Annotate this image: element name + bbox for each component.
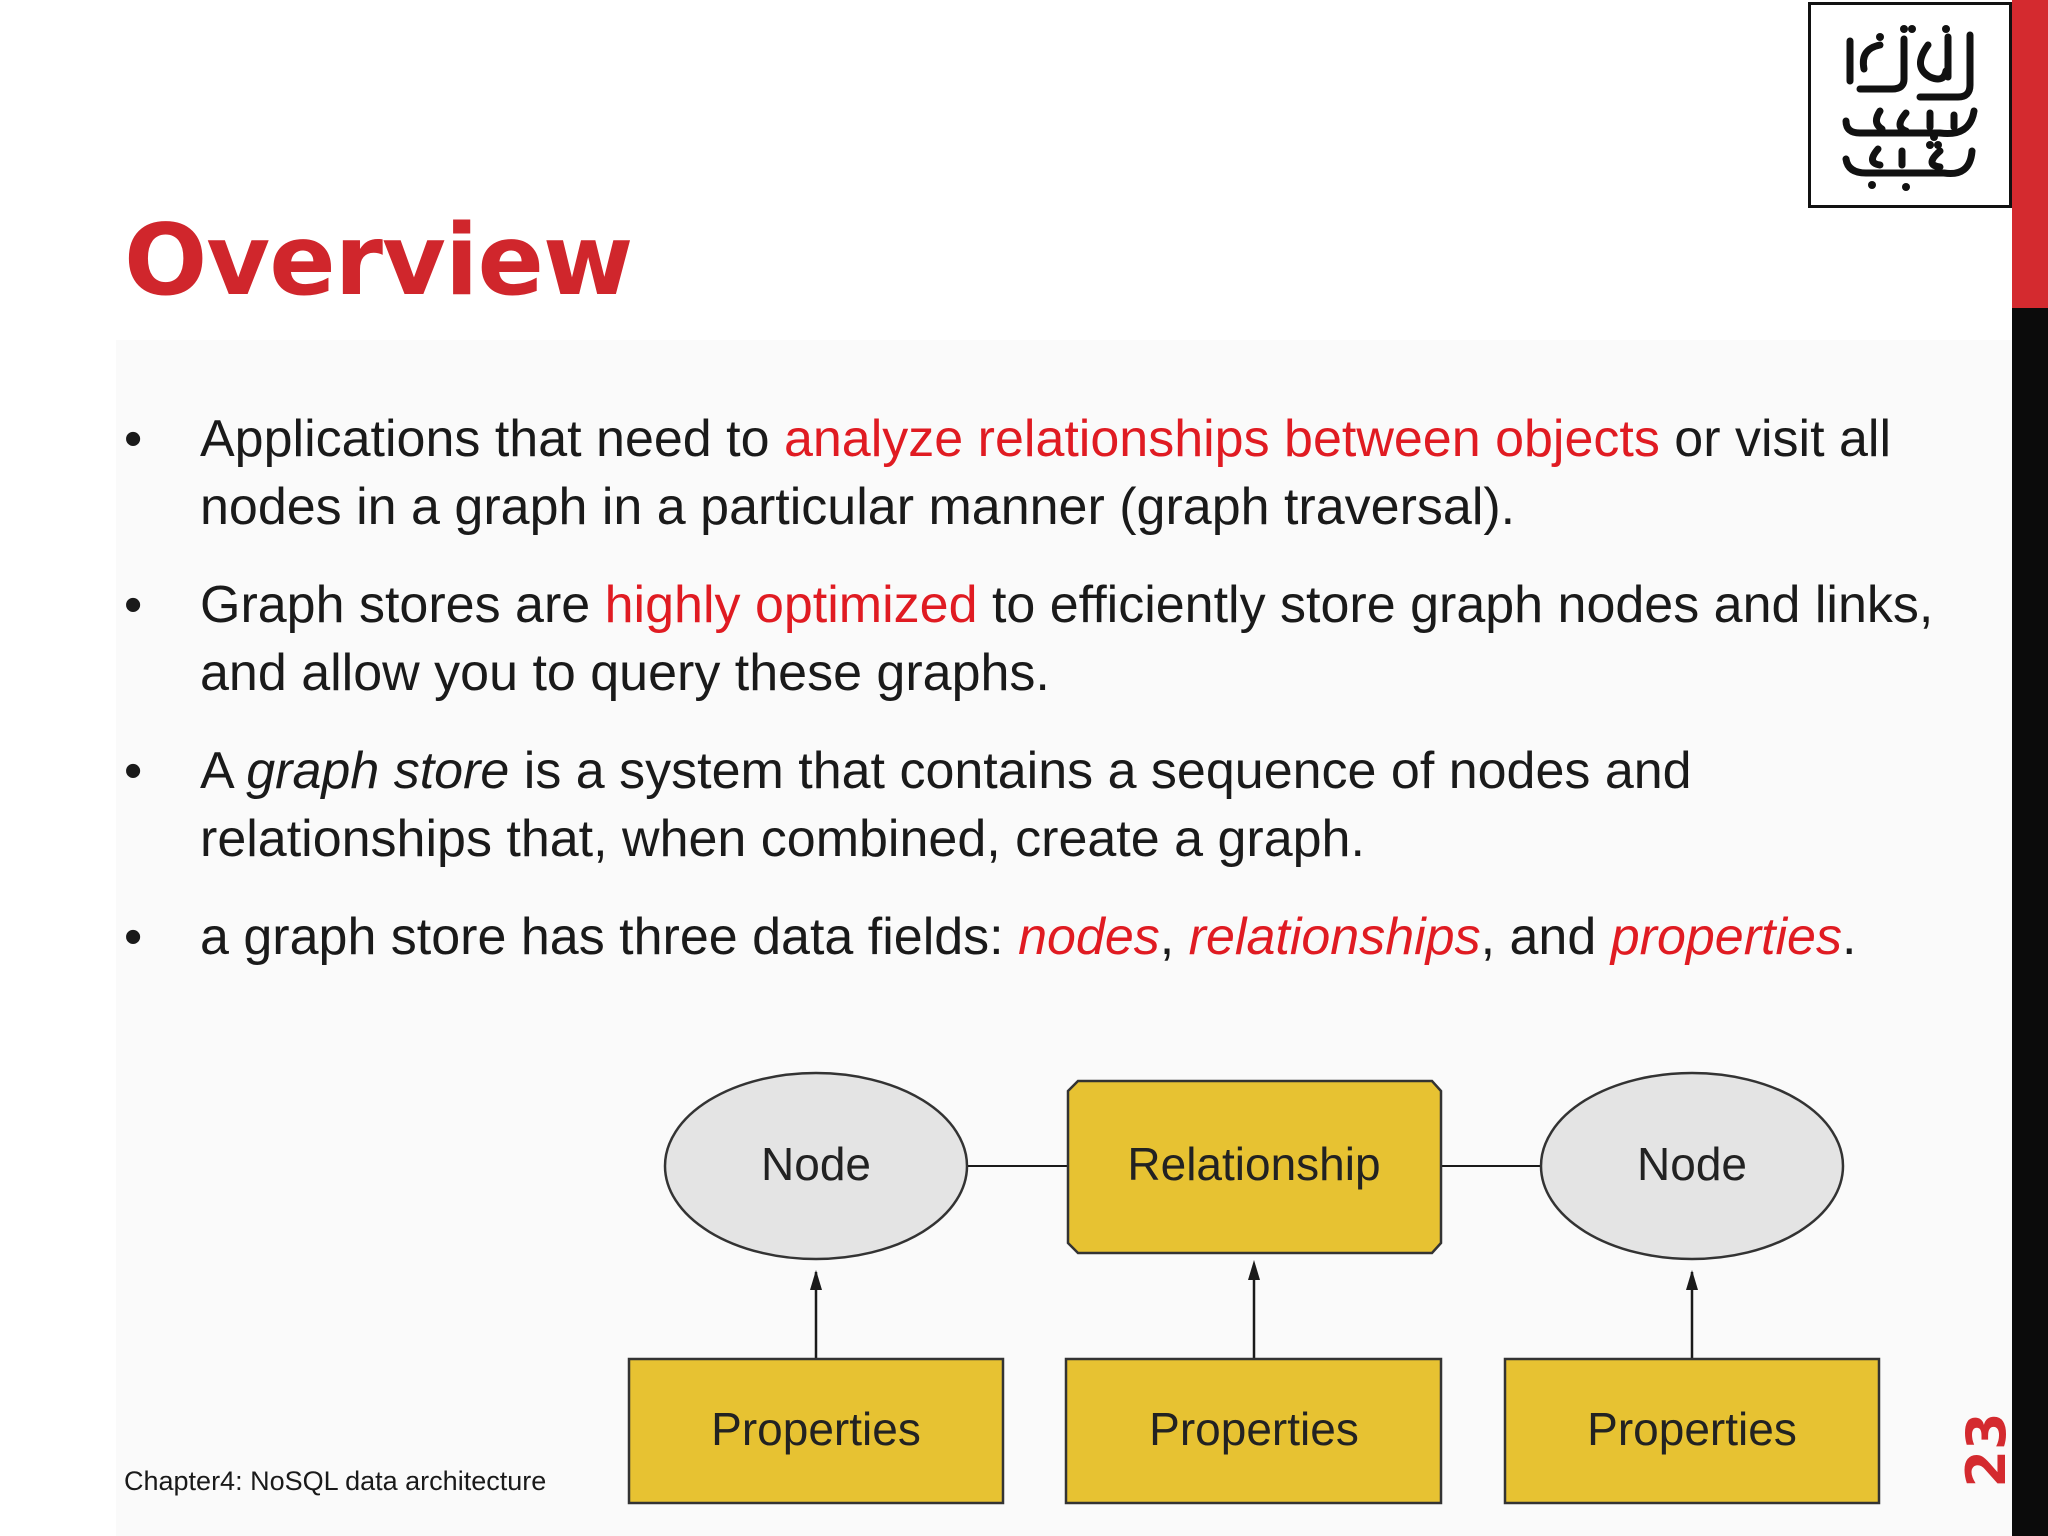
text-run: , (1159, 908, 1189, 966)
page-number: 23 (1954, 1412, 2018, 1488)
text-run: Graph stores are (200, 576, 605, 634)
arrowhead (810, 1270, 822, 1290)
bullet-list: • Applications that need to analyze rela… (124, 405, 1984, 1001)
highlight-text: nodes (1018, 908, 1160, 966)
text-run: A (200, 742, 247, 800)
text-run: to efficiently store graph nodes and lin… (200, 576, 1934, 702)
node-ellipse-right (1539, 1071, 1845, 1261)
bullet-item: • Applications that need to analyze rela… (124, 405, 1984, 541)
slide-title: Overview (124, 204, 633, 318)
text-run: a graph store has three data fields: (200, 908, 1019, 966)
text-run: Applications that need to (200, 410, 784, 468)
university-logo-icon (1808, 2, 2012, 208)
bullet-symbol: • (124, 410, 143, 468)
bullet-symbol: • (124, 576, 143, 634)
bullet-item: • A graph store is a system that contain… (124, 737, 1984, 873)
bullet-item: • a graph store has three data fields: n… (124, 903, 1984, 971)
bullet-text: Applications that need to analyze relati… (200, 410, 1891, 536)
accent-bar-black (2012, 308, 2048, 1536)
footer-chapter-label: Chapter4: NoSQL data architecture (124, 1466, 547, 1496)
properties-box-middle (1064, 1357, 1443, 1505)
text-run: . (1841, 908, 1857, 966)
node-label-left: Node (761, 1138, 871, 1190)
properties-label-right: Properties (1587, 1403, 1797, 1455)
arrowhead (1686, 1270, 1698, 1290)
text-run: is a system that contains a sequence of … (200, 742, 1692, 868)
bullet-symbol: • (124, 908, 143, 966)
node-ellipse-left (663, 1071, 969, 1261)
bullet-item: • Graph stores are highly optimized to e… (124, 571, 1984, 707)
accent-bar-red (2012, 0, 2048, 308)
bullet-text: Graph stores are highly optimized to eff… (200, 576, 1933, 702)
arrowhead (1248, 1260, 1260, 1280)
calligraphy-logo-icon (1842, 25, 1978, 191)
content-background (116, 340, 2012, 1536)
highlight-text: highly optimized (604, 576, 978, 634)
relationship-box (1066, 1079, 1443, 1255)
highlight-text: analyze relationships between objects (783, 410, 1660, 468)
italic-text: graph store (246, 742, 510, 800)
text-run: or visit all nodes in a graph in a parti… (200, 410, 1891, 536)
bullet-text: A graph store is a system that contains … (200, 742, 1692, 868)
bullet-symbol: • (124, 742, 143, 800)
relationship-label: Relationship (1127, 1138, 1380, 1190)
bullet-text: a graph store has three data fields: nod… (200, 908, 1856, 966)
text-run: , and (1480, 908, 1611, 966)
properties-box-right (1503, 1357, 1881, 1505)
properties-box-left (627, 1357, 1005, 1505)
highlight-text: relationships (1188, 908, 1481, 966)
properties-label-middle: Properties (1149, 1403, 1359, 1455)
properties-label-left: Properties (711, 1403, 921, 1455)
node-label-right: Node (1637, 1138, 1747, 1190)
highlight-text: properties (1610, 908, 1842, 966)
